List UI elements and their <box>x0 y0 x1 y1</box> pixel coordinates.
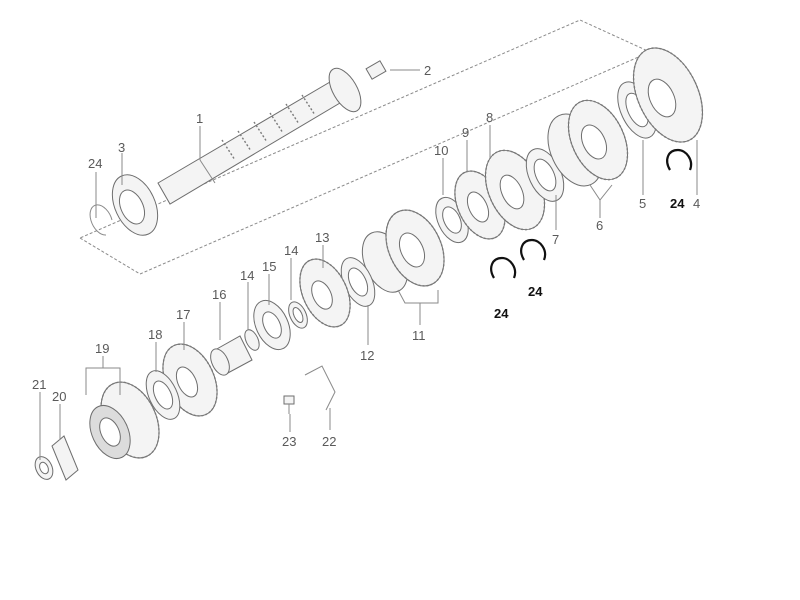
label-3: 3 <box>118 140 125 155</box>
label-24-mid-right: 24 <box>528 284 543 299</box>
label-13: 13 <box>315 230 329 245</box>
label-4: 4 <box>693 196 700 211</box>
label-2: 2 <box>424 63 431 78</box>
bearing-15 <box>253 299 291 351</box>
label-9: 9 <box>462 125 469 140</box>
washer-14-right <box>288 301 308 329</box>
circlip-24-a <box>666 148 693 171</box>
label-24-mid-left: 24 <box>494 306 509 321</box>
washer-14-left <box>244 329 260 351</box>
plate-20 <box>51 435 79 481</box>
circlip-24-c <box>520 238 547 261</box>
label-19: 19 <box>95 341 109 356</box>
label-7: 7 <box>552 232 559 247</box>
label-23: 23 <box>282 434 296 449</box>
label-14-left: 14 <box>240 268 254 283</box>
label-11: 11 <box>412 328 426 343</box>
bracket-22 <box>304 365 336 411</box>
main-shaft <box>157 67 362 205</box>
gear-4 <box>632 47 704 143</box>
label-12: 12 <box>360 348 374 363</box>
label-18: 18 <box>148 327 162 342</box>
bolt-23 <box>283 395 295 414</box>
label-15: 15 <box>262 259 276 274</box>
label-17: 17 <box>176 307 190 322</box>
label-22: 22 <box>322 434 336 449</box>
label-1: 1 <box>196 111 203 126</box>
needle-bearing-16 <box>210 335 253 376</box>
label-14-right: 14 <box>284 243 298 258</box>
shaft-plug <box>365 60 387 80</box>
snap-ring-24-left <box>89 204 113 236</box>
label-5: 5 <box>639 196 646 211</box>
label-24-left: 24 <box>88 156 102 171</box>
label-16: 16 <box>212 287 226 302</box>
label-21: 21 <box>32 377 46 392</box>
synchro-assembly-19 <box>89 381 160 459</box>
label-6: 6 <box>596 218 603 233</box>
gear-13 <box>299 258 351 328</box>
bearing-3 <box>111 174 159 236</box>
synchro-assembly-11 <box>361 209 445 293</box>
label-10: 10 <box>434 143 448 158</box>
nut-21 <box>34 456 54 480</box>
label-20: 20 <box>52 389 66 404</box>
synchro-ring-18 <box>145 370 181 420</box>
circlip-24-b <box>490 256 517 279</box>
label-8: 8 <box>486 110 493 125</box>
synchro-assembly-6 <box>547 99 629 187</box>
label-24-top-right: 24 <box>670 196 685 211</box>
leader-lines <box>39 69 698 460</box>
